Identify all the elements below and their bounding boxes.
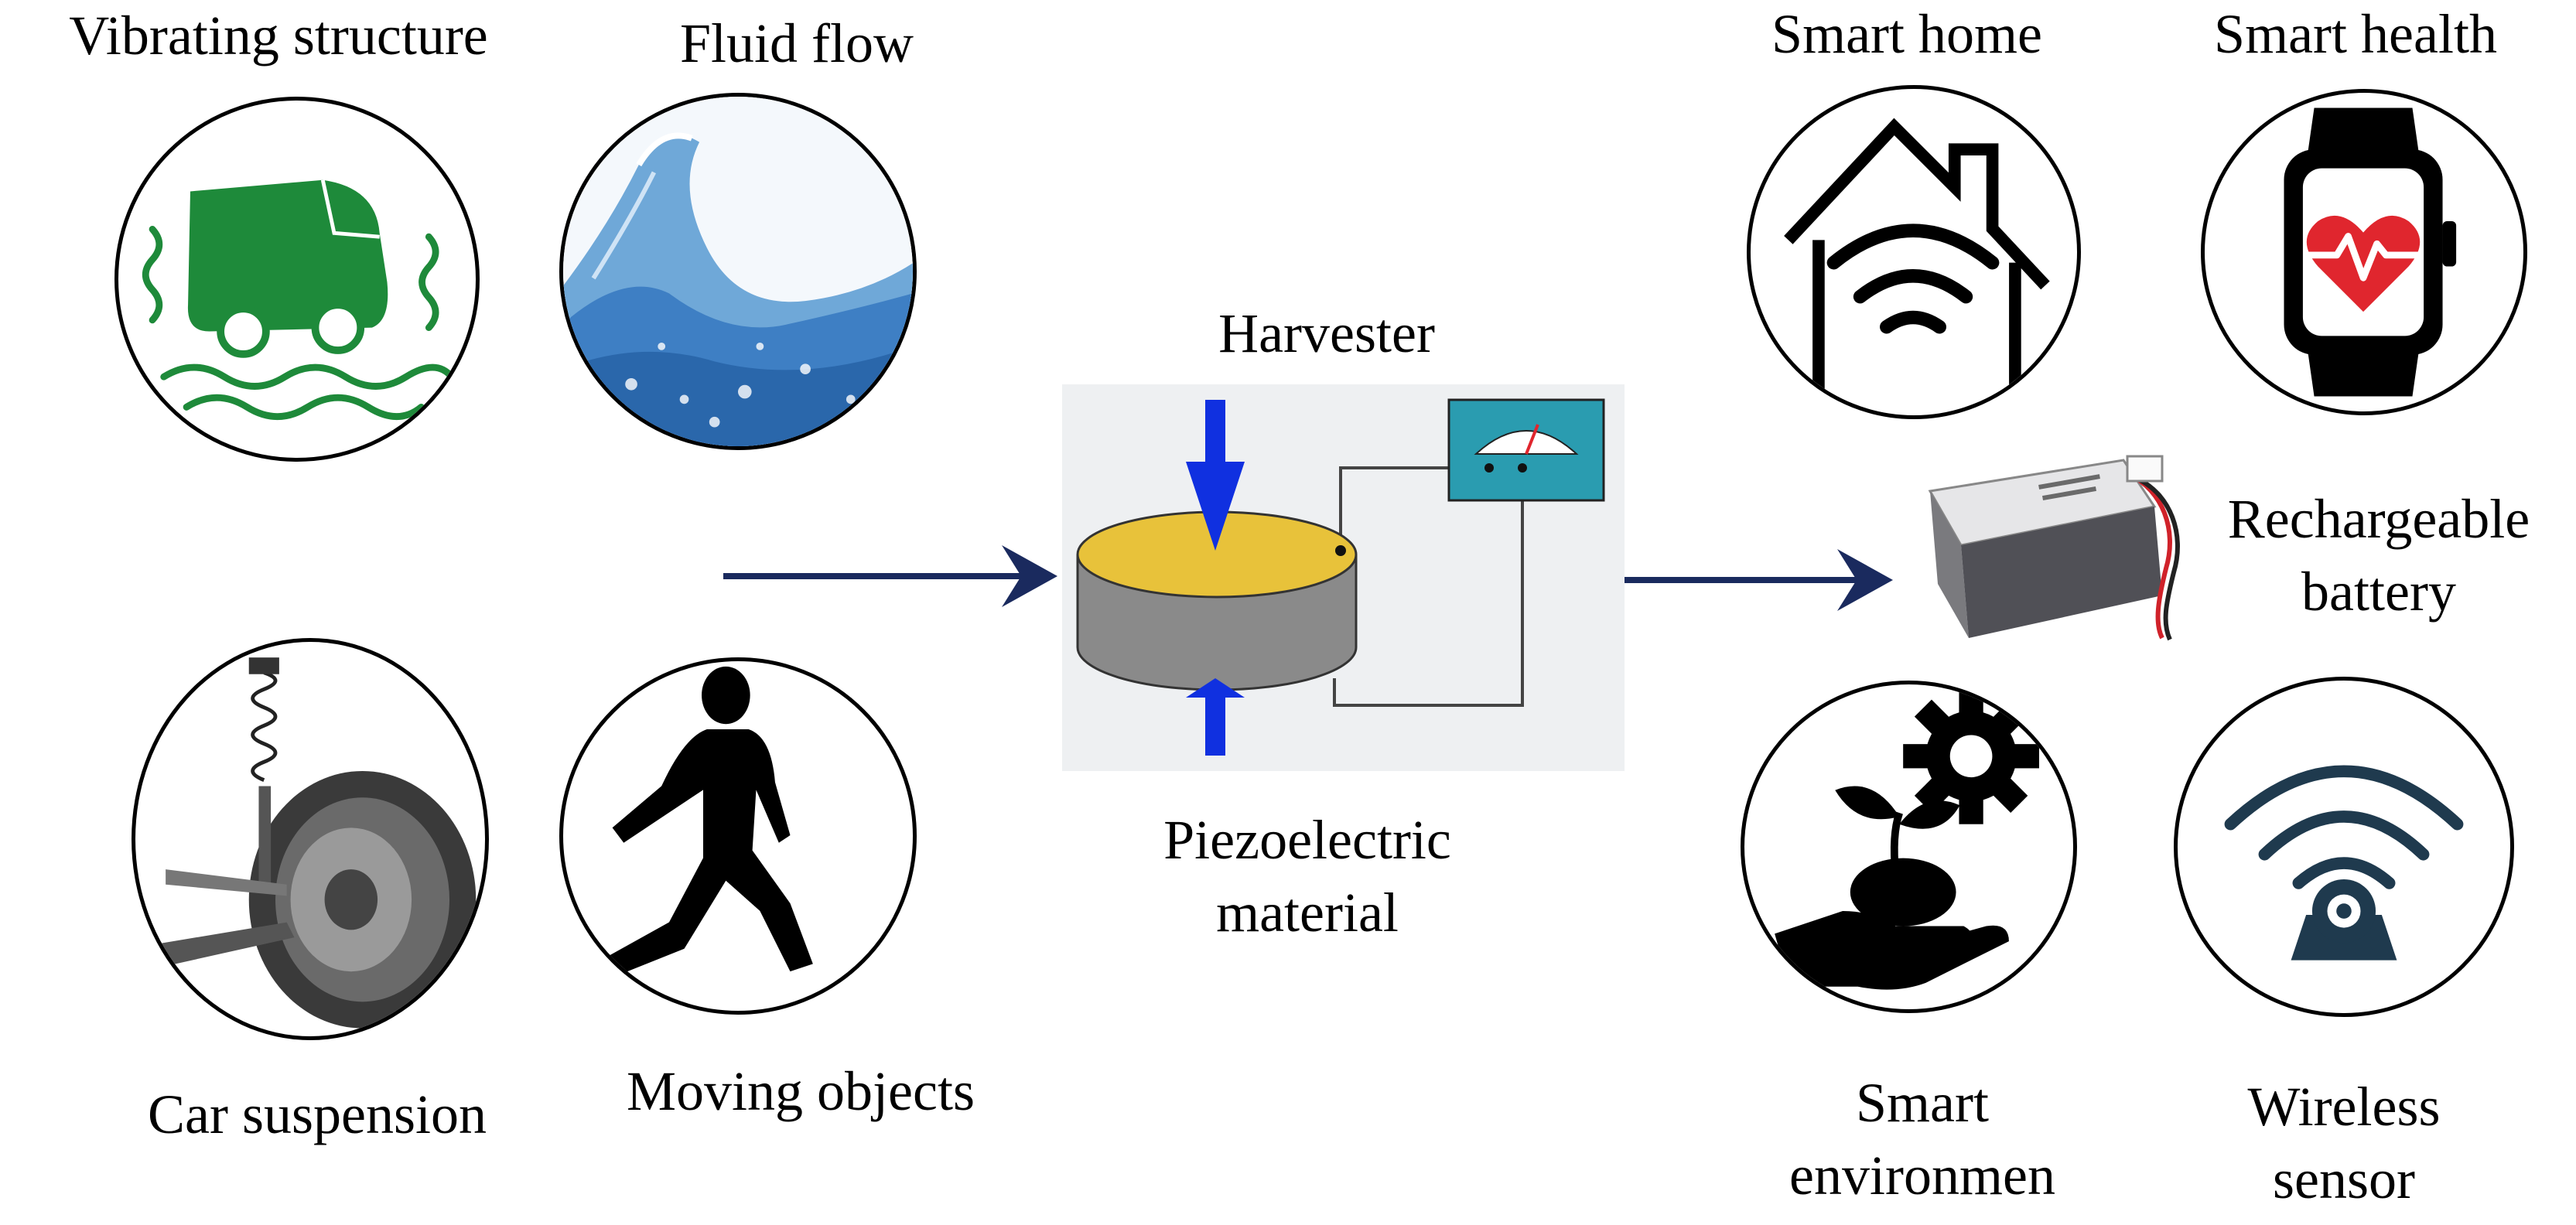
smart-environment-label: Smart environmen xyxy=(1789,1067,2055,1212)
label-car-suspension: Car suspension xyxy=(148,1083,487,1145)
label-smart-health: Smart health xyxy=(2214,3,2497,65)
smart-health-circle xyxy=(2201,89,2527,415)
battery-line-1: Rechargeable xyxy=(2227,488,2530,550)
smart-home-icon xyxy=(1784,118,2050,391)
piezoelectric-material-label: Piezoelectric material xyxy=(1163,804,1451,949)
label-fluid-flow: Fluid flow xyxy=(679,12,914,74)
smart-env-line-2: environmen xyxy=(1789,1144,2055,1206)
smart-environment-circle xyxy=(1741,681,2077,1013)
plant-gear-hand-icon xyxy=(1775,688,2039,990)
walking-person-icon xyxy=(600,666,813,979)
smart-home-circle xyxy=(1747,85,2081,419)
battery-icon xyxy=(1928,455,2180,641)
wireless-line-2: sensor xyxy=(2273,1148,2415,1210)
meter-icon xyxy=(1447,398,1605,502)
smartwatch-heart-icon xyxy=(2284,107,2457,397)
battery-line-2: battery xyxy=(2301,560,2456,623)
smart-env-line-1: Smart xyxy=(1856,1072,1989,1134)
harvester-title: Harvester xyxy=(1218,302,1435,364)
piezo-line-1: Piezoelectric xyxy=(1163,809,1451,871)
force-arrow-bottom xyxy=(1186,678,1245,756)
force-arrow-top xyxy=(1186,400,1245,551)
water-wave-icon xyxy=(563,97,913,446)
rechargeable-battery-label: Rechargeable battery xyxy=(2228,483,2530,628)
label-smart-home: Smart home xyxy=(1771,3,2042,65)
suspension-wheel-icon xyxy=(150,657,477,1029)
input-arrow xyxy=(723,545,1057,607)
wireless-sensor-icon xyxy=(2224,765,2464,961)
label-vibrating-structure: Vibrating structure xyxy=(69,5,488,67)
vehicle-vibration-icon xyxy=(142,179,456,421)
vibrating-structure-circle xyxy=(114,97,480,462)
moving-objects-circle xyxy=(559,657,917,1015)
piezo-line-2: material xyxy=(1216,881,1399,943)
wireless-line-1: Wireless xyxy=(2247,1076,2441,1138)
piezoelectric-harvester-diagram xyxy=(1062,384,1625,771)
car-suspension-circle xyxy=(132,638,489,1040)
fluid-flow-circle xyxy=(559,93,917,450)
label-moving-objects: Moving objects xyxy=(627,1060,975,1122)
wireless-sensor-label: Wireless sensor xyxy=(2247,1071,2440,1216)
wireless-sensor-circle xyxy=(2174,677,2514,1017)
